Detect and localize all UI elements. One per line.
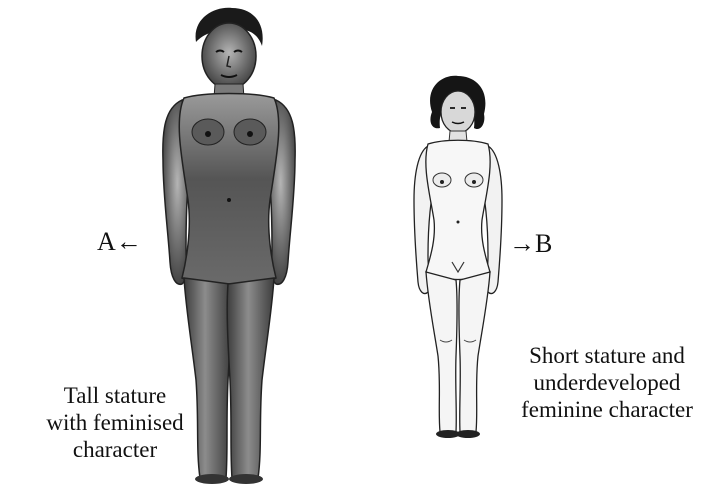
figure-a-torso xyxy=(179,94,278,285)
label-b-arrow: →B xyxy=(509,229,552,259)
figure-b-torso xyxy=(426,140,490,279)
figure-b-left-leg xyxy=(426,272,457,432)
figure-b-right-leg xyxy=(459,272,490,432)
figure-b-head xyxy=(441,91,475,133)
figure-a-right-leg xyxy=(227,278,274,478)
caption-b: Short stature and underdeveloped feminin… xyxy=(494,342,716,423)
figure-b-short xyxy=(414,76,502,438)
label-a-arrow: A← xyxy=(97,227,142,257)
caption-a: Tall stature with feminised character xyxy=(20,382,210,463)
